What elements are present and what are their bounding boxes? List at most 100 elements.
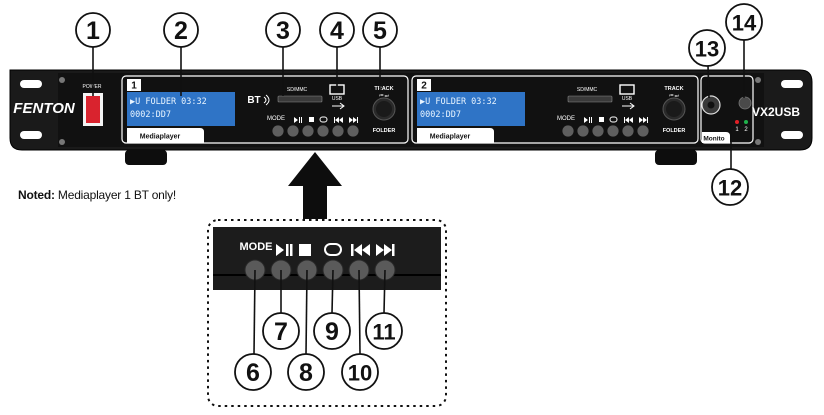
rubber-foot [125,150,167,165]
player-1-mode-button[interactable] [272,125,284,137]
previous-icon [334,117,343,123]
monitor-led-2 [744,120,748,124]
headphone-jack-hole [707,101,715,109]
player-2-repeat-button[interactable] [607,125,619,137]
player-2-previous-button[interactable] [622,125,634,137]
player-2-badge [417,79,431,91]
callout-3: 3 [265,12,301,48]
usb-icon [622,102,635,110]
player-1-usb-port[interactable] [329,84,345,95]
player-2-next-button[interactable] [637,125,649,137]
player-2-usb-label: USB [622,96,633,102]
play-pause-icon [584,117,592,123]
callout-10: 10 [341,353,379,391]
stop-icon [299,244,311,256]
previous-icon [624,117,633,123]
player-2-lcd-line2: 0002:DD7 [420,110,461,120]
player-2-card-label: SD/MMC [577,87,598,93]
player-1-lcd [127,92,235,126]
next-icon [639,117,648,123]
zoom-inset: MODE [207,219,447,407]
power-button[interactable] [86,96,100,123]
callout-12: 12 [711,168,749,206]
player-1-name: Mediaplayer [140,134,181,141]
svg-text:5: 5 [373,17,387,45]
player-2-play-pause-button[interactable] [577,125,589,137]
player-2-button-icons [584,116,648,123]
svg-text:2: 2 [174,17,188,45]
player-1-buttons [272,125,359,137]
player-1-card-label: SD/MMC [287,87,308,93]
player-1-play-pause-button[interactable] [287,125,299,137]
stop-icon [309,117,314,122]
svg-text:1: 1 [86,17,100,45]
svg-text:12: 12 [718,176,742,201]
player-2-frame [411,75,699,144]
player-1: 1 ▶U FOLDER 03:32 0002:DD7 Mediaplayer B… [121,75,409,144]
player-2-stop-button[interactable] [592,125,604,137]
player-1-stop-button[interactable] [302,125,314,137]
player-2-lcd-line1: ▶U FOLDER 03:32 [420,97,497,107]
previous-icon [351,244,370,256]
note-bold-label: Noted: [18,188,55,202]
screw-icon [755,139,761,145]
usb-icon [332,102,345,110]
player-1-name-tab [127,128,204,143]
next-icon [376,244,395,256]
player-2: 2 ▶U FOLDER 03:32 0002:DD7 Mediaplayer S… [411,75,699,144]
note-text: Noted: Mediaplayer 1 BT only! [18,188,176,202]
player-1-frame [121,75,409,144]
player-2-lcd [417,92,525,126]
screw-icon [59,77,65,83]
svg-text:8: 8 [299,359,313,387]
svg-text:11: 11 [372,320,395,345]
callout-7: 7 [262,312,300,350]
repeat-icon [324,243,342,256]
skip-icon: ⏮ ⏭ [669,93,678,98]
monitor-channel-2: 2 [744,127,748,133]
player-2-mode-button[interactable] [562,125,574,137]
player-2-folder-label: FOLDER [663,128,686,134]
callout-11: 11 [365,312,403,350]
svg-text:9: 9 [325,318,339,346]
player-1-previous-button[interactable] [332,125,344,137]
callout-2: 2 [163,12,199,48]
next-icon [349,117,358,123]
monitor-label: Monito [703,136,724,143]
rack-slot-icon [20,80,42,88]
callout-13: 13 [688,29,726,67]
rubber-foot [655,150,697,165]
rack-slot-icon [781,131,803,139]
player-1-lcd-line1: ▶U FOLDER 03:32 [130,97,207,107]
monitor-select-button[interactable] [738,96,752,110]
zoom-mode-label: MODE [240,241,273,253]
svg-text:4: 4 [330,17,344,45]
player-2-track-label: TRACK [664,86,683,92]
monitor-label-tab [702,132,730,143]
svg-text:13: 13 [695,37,719,62]
player-1-repeat-button[interactable] [317,125,329,137]
player-2-number: 2 [421,81,427,92]
player-1-next-button[interactable] [347,125,359,137]
zoom-arrow-icon [288,152,342,219]
svg-text:7: 7 [274,318,288,346]
rack-slot-icon [781,80,803,88]
zoom-icons [276,243,395,256]
screw-icon [59,139,65,145]
callout-5: 5 [362,12,398,48]
player-2-usb-port[interactable] [619,84,635,95]
player-2-mode-label: MODE [557,116,575,122]
repeat-icon [609,116,618,123]
player-1-lcd-line2: 0002:DD7 [130,110,171,120]
play-pause-icon [294,117,302,123]
leader-lines [92,40,745,170]
player-1-usb-label: USB [332,96,343,102]
svg-text:10: 10 [348,361,372,386]
player-2-sd-slot[interactable] [567,95,613,103]
model-name: VX2USB [752,105,800,119]
player-1-sd-slot[interactable] [277,95,323,103]
callout-1: 1 [75,12,111,48]
player-1-folder-label: FOLDER [373,128,396,134]
monitor-section: Monito 1 2 [700,75,754,144]
